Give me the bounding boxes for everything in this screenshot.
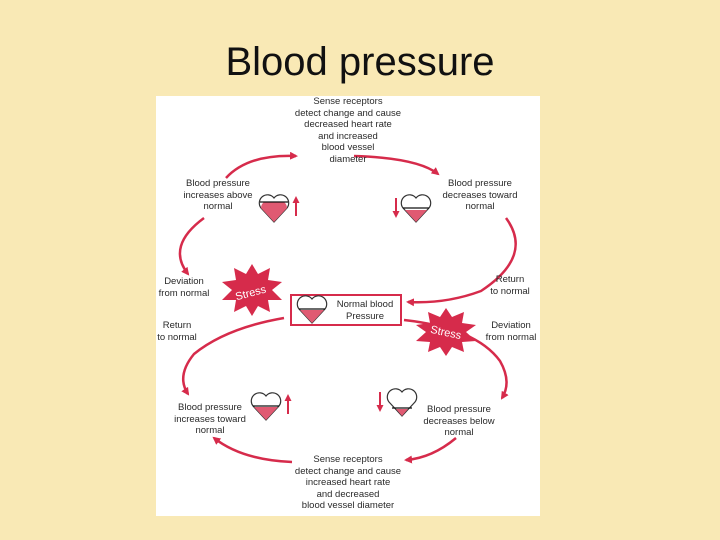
diagram-graphics: Stress Stress — [178, 151, 517, 464]
heart-icon — [386, 388, 418, 417]
normal-bp-label: Normal blood Pressure — [336, 299, 394, 322]
arrow-bottom-left — [212, 436, 293, 464]
deviation-left-label: Deviation from normal — [158, 276, 210, 299]
bp-increases-above-label: Blood pressure increases above normal — [183, 178, 253, 212]
return-left-label: Return to normal — [157, 320, 197, 343]
bp-decreases-toward-label: Blood pressure decreases toward normal — [442, 178, 518, 212]
normal-bp-box: Normal blood Pressure — [290, 294, 402, 326]
heart-icon — [296, 295, 328, 324]
arrow-left-up — [181, 316, 285, 396]
homeostasis-diagram: Stress Stress Sense receptors detect cha… — [156, 96, 540, 516]
arrow-top-left — [225, 151, 298, 179]
arrow-left-down — [178, 216, 205, 276]
slide-title: Blood pressure — [225, 40, 495, 84]
heart-icon — [258, 194, 290, 223]
stress-burst-right: Stress — [416, 308, 476, 356]
top-receptors-label: Sense receptors detect change and cause … — [294, 96, 402, 165]
arrow-right-down — [406, 217, 517, 307]
bottom-receptors-label: Sense receptors detect change and cause … — [294, 454, 402, 511]
bp-increases-toward-label: Blood pressure increases toward normal — [174, 402, 246, 436]
heart-icon — [250, 392, 282, 421]
stress-burst-left: Stress — [222, 264, 282, 316]
arrow-top-right — [353, 154, 440, 176]
arrow-bottom-right — [404, 437, 457, 464]
heart-icon — [400, 194, 432, 223]
return-right-label: Return to normal — [490, 274, 530, 297]
bp-decreases-below-label: Blood pressure decreases below normal — [423, 404, 495, 438]
deviation-right-label: Deviation from normal — [485, 320, 537, 343]
